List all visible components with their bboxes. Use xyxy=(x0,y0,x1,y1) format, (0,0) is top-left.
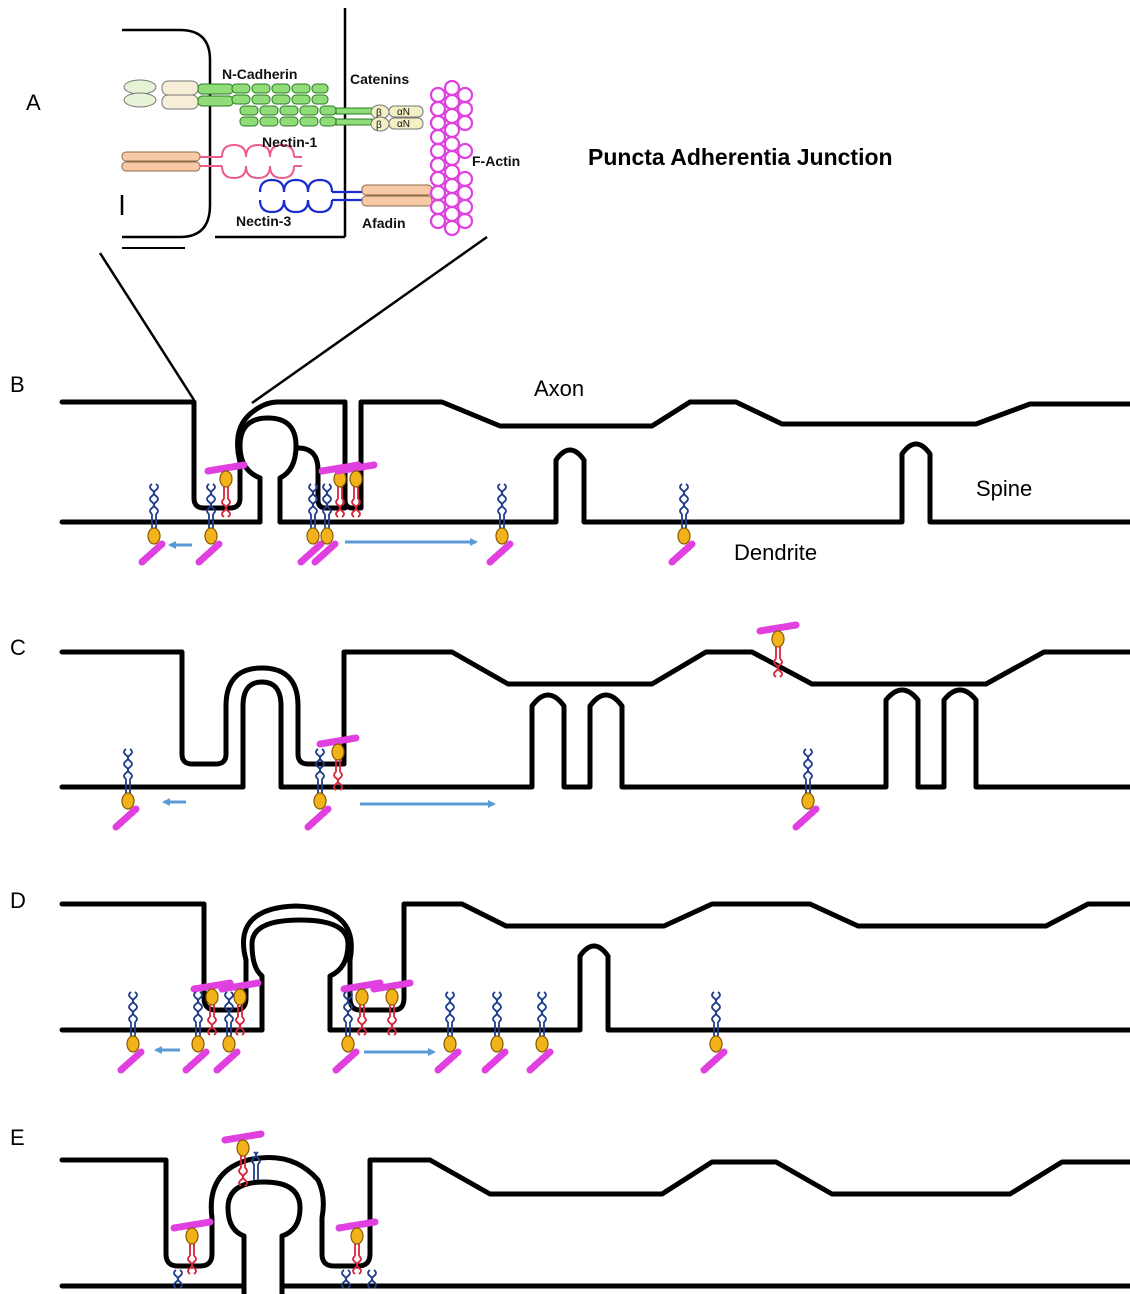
alpha-catenin-label: αN xyxy=(397,107,410,118)
afadin-label: Afadin xyxy=(362,215,406,231)
beta-catenin-label-2: β xyxy=(376,120,382,131)
spine-label: Spine xyxy=(976,476,1032,501)
inset-junction-schematic: β β αN αN xyxy=(122,8,520,248)
dendrite-label: Dendrite xyxy=(734,540,817,565)
beta-catenin-label: β xyxy=(376,108,382,119)
alpha-catenin-label-2: αN xyxy=(397,119,410,130)
panel-b-molecules xyxy=(142,465,692,562)
panel-label-d: D xyxy=(10,888,26,913)
factin-filaments xyxy=(431,81,472,235)
catenin-complex: β β αN αN xyxy=(371,105,423,131)
panel-label-b: B xyxy=(10,372,25,397)
panel-label-a: A xyxy=(26,90,41,115)
panel-d-molecules xyxy=(121,983,724,1070)
nectin3-label: Nectin-3 xyxy=(236,213,291,229)
panel-c xyxy=(62,652,1130,787)
panel-label-e: E xyxy=(10,1125,25,1150)
figure-title: Puncta Adherentia Junction xyxy=(588,144,893,170)
factin-label: F-Actin xyxy=(472,153,520,169)
panel-label-c: C xyxy=(10,635,26,660)
catenins-label: Catenins xyxy=(350,71,409,87)
nectin1-label: Nectin-1 xyxy=(262,134,317,150)
panel-c-molecules xyxy=(116,625,816,827)
zoom-line-right xyxy=(252,237,487,403)
ncadherin-label: N-Cadherin xyxy=(222,66,297,82)
panel-d xyxy=(62,904,1130,1030)
zoom-line-left xyxy=(100,253,194,400)
panel-e xyxy=(62,1158,1130,1294)
axon-label: Axon xyxy=(534,376,584,401)
